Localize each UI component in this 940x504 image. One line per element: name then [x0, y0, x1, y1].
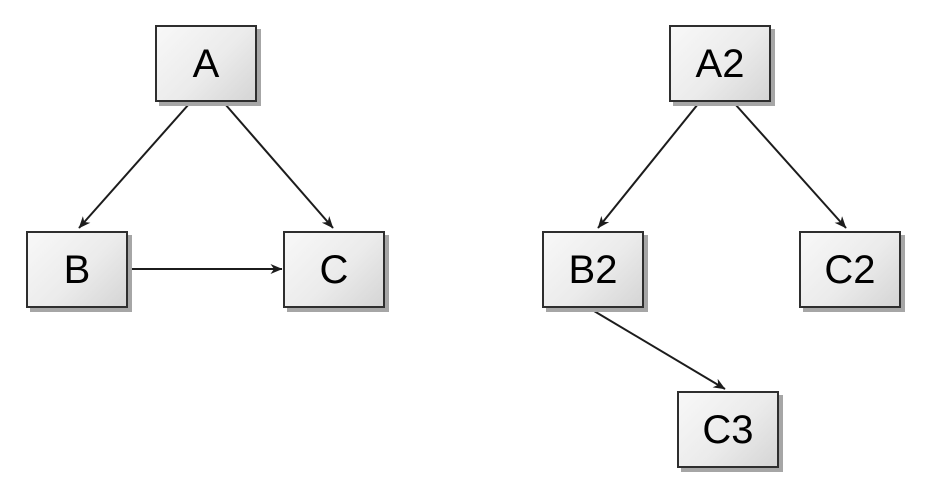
node-label: A — [192, 41, 220, 86]
node-label: C3 — [702, 407, 754, 452]
node-label: B2 — [568, 247, 618, 292]
edge-A2-B2 — [597, 103, 699, 229]
node-C2: C2 — [799, 231, 901, 308]
edge-A2-C2 — [734, 103, 847, 229]
node-A2: A2 — [669, 25, 771, 102]
edge-group — [78, 103, 847, 390]
edge-B2-C3 — [588, 307, 726, 390]
node-B: B — [26, 231, 128, 308]
edge-A-B — [78, 103, 190, 229]
node-label: C — [319, 247, 349, 292]
node-label: C2 — [824, 247, 876, 292]
edge-A-C — [224, 103, 334, 229]
node-B2: B2 — [542, 231, 644, 308]
node-A: A — [155, 25, 257, 102]
node-label: A2 — [695, 41, 745, 86]
node-C: C — [283, 231, 385, 308]
node-C3: C3 — [677, 391, 779, 468]
node-label: B — [63, 247, 91, 292]
